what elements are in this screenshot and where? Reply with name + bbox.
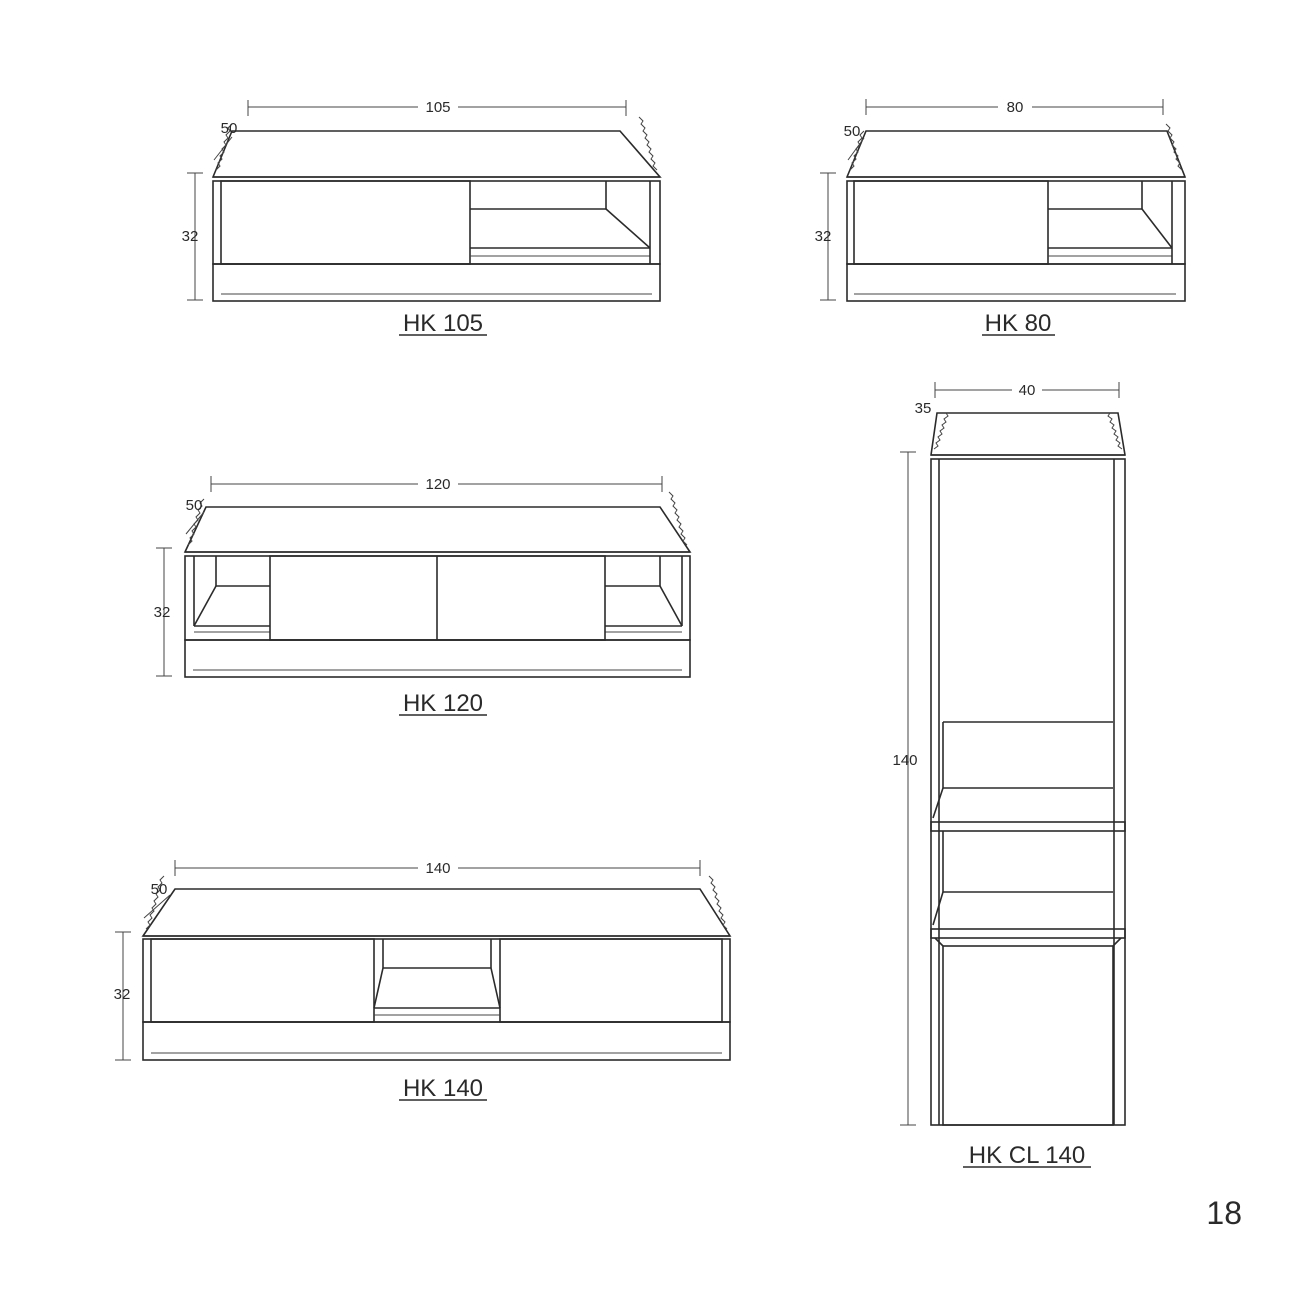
height-label-hk-140: 32 — [114, 986, 131, 1003]
model-label-hk-105: HK 105 — [403, 310, 483, 337]
dimension-lines-hk-140 — [115, 860, 701, 1061]
unit-hk-80: 80 50 32 HK 80 — [815, 99, 1187, 337]
page-number: 18 — [1206, 1195, 1242, 1231]
model-label-hk-120: HK 120 — [403, 690, 483, 717]
unit-hk-cl-140: 40 35 140 HK CL 140 — [892, 382, 1126, 1169]
height-label-hk-cl-140: 140 — [892, 752, 917, 769]
height-label-hk-80: 32 — [815, 228, 832, 245]
model-label-hk-80: HK 80 — [985, 310, 1052, 337]
dimension-lines-hk-105 — [187, 100, 627, 301]
width-label-hk-cl-140: 40 — [1019, 382, 1036, 399]
width-label-hk-140: 140 — [425, 860, 450, 877]
depth-label-hk-cl-140: 35 — [915, 400, 932, 417]
furniture-drawing-hk-105 — [211, 116, 662, 302]
unit-hk-120: 120 50 32 HK 120 — [154, 476, 692, 717]
furniture-drawing-hk-80 — [845, 123, 1187, 302]
depth-label-hk-120: 50 — [186, 497, 203, 514]
furniture-drawing-hk-120 — [183, 491, 692, 678]
height-label-hk-105: 32 — [182, 228, 199, 245]
height-label-hk-120: 32 — [154, 604, 171, 621]
dimension-lines-hk-80 — [820, 99, 1164, 301]
unit-hk-140: 140 50 32 HK 140 — [114, 860, 732, 1102]
width-label-hk-120: 120 — [425, 476, 450, 493]
width-label-hk-105: 105 — [425, 99, 450, 116]
unit-hk-105: 105 50 32 HK 105 — [182, 99, 662, 337]
depth-label-hk-140: 50 — [151, 881, 168, 898]
dimension-lines-hk-120 — [156, 476, 663, 677]
depth-label-hk-80: 50 — [844, 123, 861, 140]
furniture-drawing-hk-cl-140 — [930, 412, 1126, 1126]
width-label-hk-80: 80 — [1007, 99, 1024, 116]
depth-label-hk-105: 50 — [221, 120, 238, 137]
dimension-lines-hk-cl-140 — [900, 382, 1120, 1126]
model-label-hk-cl-140: HK CL 140 — [969, 1142, 1086, 1169]
model-label-hk-140: HK 140 — [403, 1075, 483, 1102]
furniture-drawing-hk-140 — [141, 875, 732, 1061]
